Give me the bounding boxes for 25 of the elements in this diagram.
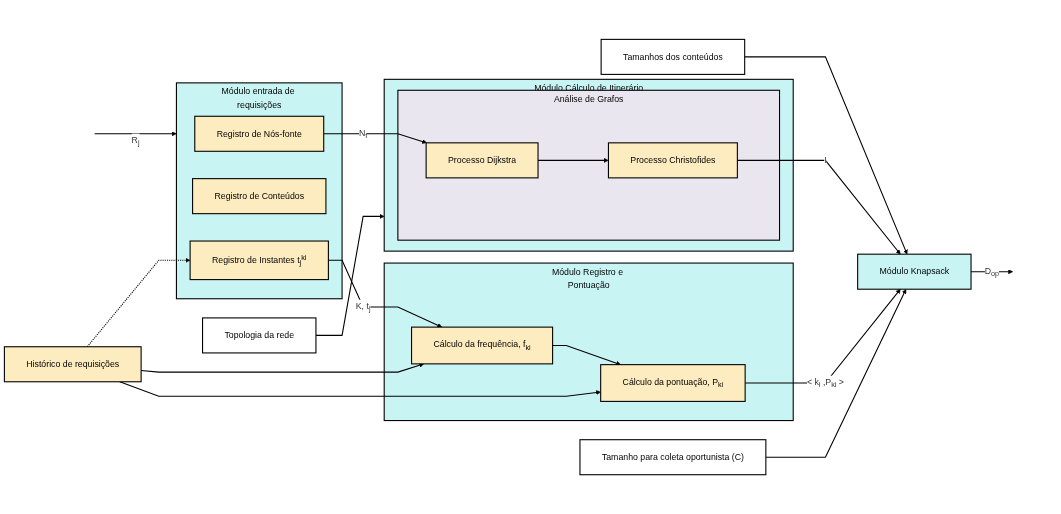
- node-box: Processo Christofides: [607, 142, 738, 179]
- node-box: Módulo Knapsack: [857, 253, 972, 290]
- arrow: [765, 288, 907, 458]
- node-box: Cálculo da pontuação, P$_{ki}$: [600, 364, 746, 402]
- node-box: Tamanhos dos conteúdos: [600, 38, 746, 75]
- edge-label: K, t$_{j}$: [355, 301, 371, 313]
- arrow: [744, 56, 908, 255]
- node-box: Tamanho para coleta oportunista (C): [579, 439, 767, 476]
- arrow: [86, 257, 191, 348]
- node-box: Histórico de requisições: [3, 346, 142, 383]
- node-box: Registro de Conteúdos: [192, 178, 327, 215]
- arrow: [323, 133, 427, 144]
- node-box: Processo Dijkstra: [425, 142, 539, 179]
- edge-label: I: [824, 155, 827, 165]
- arrow: [119, 381, 601, 397]
- arrow: [315, 213, 385, 336]
- arrow: [94, 131, 177, 137]
- node-box: Topologia da rede: [202, 317, 317, 354]
- node-box: Registro de Nós-fonte: [194, 115, 325, 152]
- edge-label: D$_{op}$: [984, 265, 1000, 278]
- edge-label: R$_{j}$: [131, 135, 140, 147]
- edge-label: N$_{f}$: [358, 127, 368, 140]
- node-box: Cálculo da frequência, f$_{ki}$: [411, 326, 554, 365]
- edge-label: < k$_{i}$ ,P$_{ki}$ >: [806, 377, 844, 389]
- arrow: [552, 344, 621, 366]
